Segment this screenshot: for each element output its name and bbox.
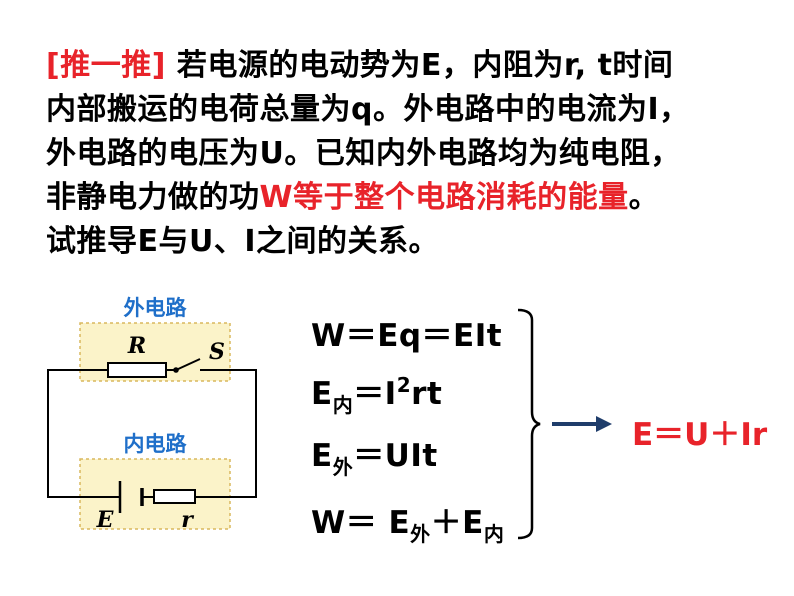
text-line-3: 外电路的电压为U。已知内外电路均为纯电阻， xyxy=(46,136,681,171)
text-line-1: [推一推] 若电源的电动势为E，内阻为r, t时间 xyxy=(46,48,674,83)
switch-blade xyxy=(175,358,201,371)
emf-label: E xyxy=(96,507,115,533)
circuit-diagram: 外电路 内电路 R S E r xyxy=(47,296,257,533)
equation-inner-energy: E内＝I2rt xyxy=(311,373,443,417)
right-bracket xyxy=(517,308,541,540)
switch-label: S xyxy=(209,339,225,365)
text-line-4: 非静电力做的功W等于整个电路消耗的能量。 xyxy=(46,180,660,215)
wire-right xyxy=(195,369,257,498)
switch-pivot xyxy=(173,367,179,373)
tag-label: [推一推] xyxy=(46,48,166,83)
wire-left xyxy=(47,369,120,498)
arrow-icon xyxy=(552,416,612,432)
equation-outer-energy: E外＝UIt xyxy=(311,438,438,479)
internal-resistor xyxy=(153,489,196,504)
result-equation: E＝U＋Ir xyxy=(632,417,768,453)
text-line-2: 内部搬运的电荷总量为q。外电路中的电流为I， xyxy=(46,92,690,127)
problem-text: [推一推] 若电源的电动势为E，内阻为r, t时间 内部搬运的电荷总量为q。外电… xyxy=(46,44,776,264)
inner-circuit-label: 内电路 xyxy=(124,432,188,456)
resistor-label: R xyxy=(127,333,146,359)
outer-circuit-label: 外电路 xyxy=(124,296,188,320)
equation-work: W＝Eq＝EIt xyxy=(311,318,503,354)
highlight-text: W等于整个电路消耗的能量 xyxy=(259,180,629,215)
text-line-5: 试推导E与U、I之间的关系。 xyxy=(46,224,440,259)
equation-energy-sum: W＝ E外＋E内 xyxy=(311,505,505,546)
resistor-r xyxy=(107,362,167,378)
internal-r-label: r xyxy=(181,507,194,533)
